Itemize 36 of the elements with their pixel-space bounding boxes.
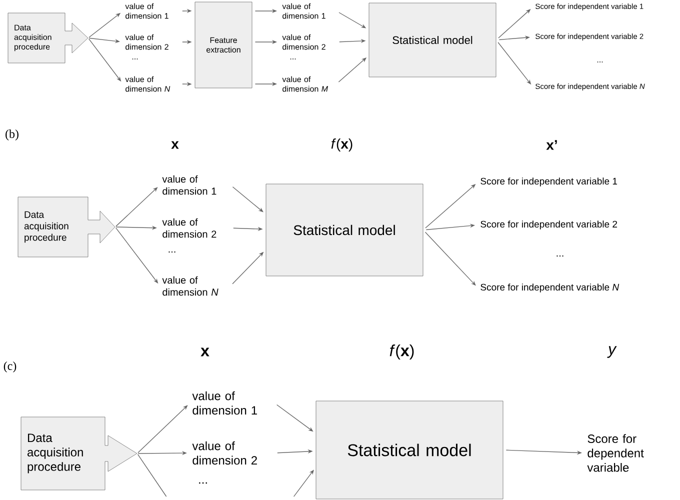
value-label: Score for dependent variable — [587, 434, 644, 472]
value-label: value of dimension M — [282, 76, 328, 92]
value-label: value of dimension N — [162, 276, 218, 296]
ellipsis: ... — [290, 58, 296, 60]
panel-label: (b) — [6, 130, 18, 140]
arrow-box: Data acquisition procedure — [18, 196, 116, 258]
value-label: value of dimension N — [125, 76, 170, 92]
header-label: x’ — [546, 140, 557, 150]
arrow-box: Data acquisition procedure — [20, 416, 138, 490]
ellipsis: ... — [556, 255, 564, 257]
process-box: Feature extraction — [194, 2, 252, 88]
ellipsis: ... — [199, 482, 207, 484]
process-box: Statistical model — [316, 400, 504, 500]
value-label: value of dimension 2 — [282, 34, 326, 50]
header-label: x — [171, 141, 179, 149]
value-label: value of dimension 1 — [282, 3, 326, 19]
ellipsis: ... — [132, 58, 138, 60]
value-label: value of dimension 2 — [192, 441, 257, 465]
value-label: Score for independent variable 2 — [480, 220, 618, 230]
value-label: value of dimension 1 — [125, 3, 168, 19]
arrow-box: Data acquisition procedure — [8, 12, 88, 64]
value-label: value of dimension 2 — [125, 34, 168, 50]
arrow — [232, 186, 264, 212]
ellipsis: ... — [168, 251, 176, 253]
value-label: value of dimension 1 — [162, 175, 216, 195]
process-box: Statistical model — [266, 184, 424, 276]
value-label: value of dimension 1 — [192, 391, 257, 415]
panel-label: (c) — [4, 362, 16, 372]
header-label: y — [607, 346, 617, 358]
header-label: x — [200, 348, 210, 356]
value-label: Score for independent variable N — [480, 284, 620, 292]
header-label: f(x) — [331, 138, 352, 152]
value-label: value of dimension 2 — [162, 218, 216, 238]
process-box: Statistical model — [368, 2, 496, 78]
header-label: f(x) — [390, 344, 414, 360]
value-label: Score for independent variable 1 — [480, 178, 618, 186]
